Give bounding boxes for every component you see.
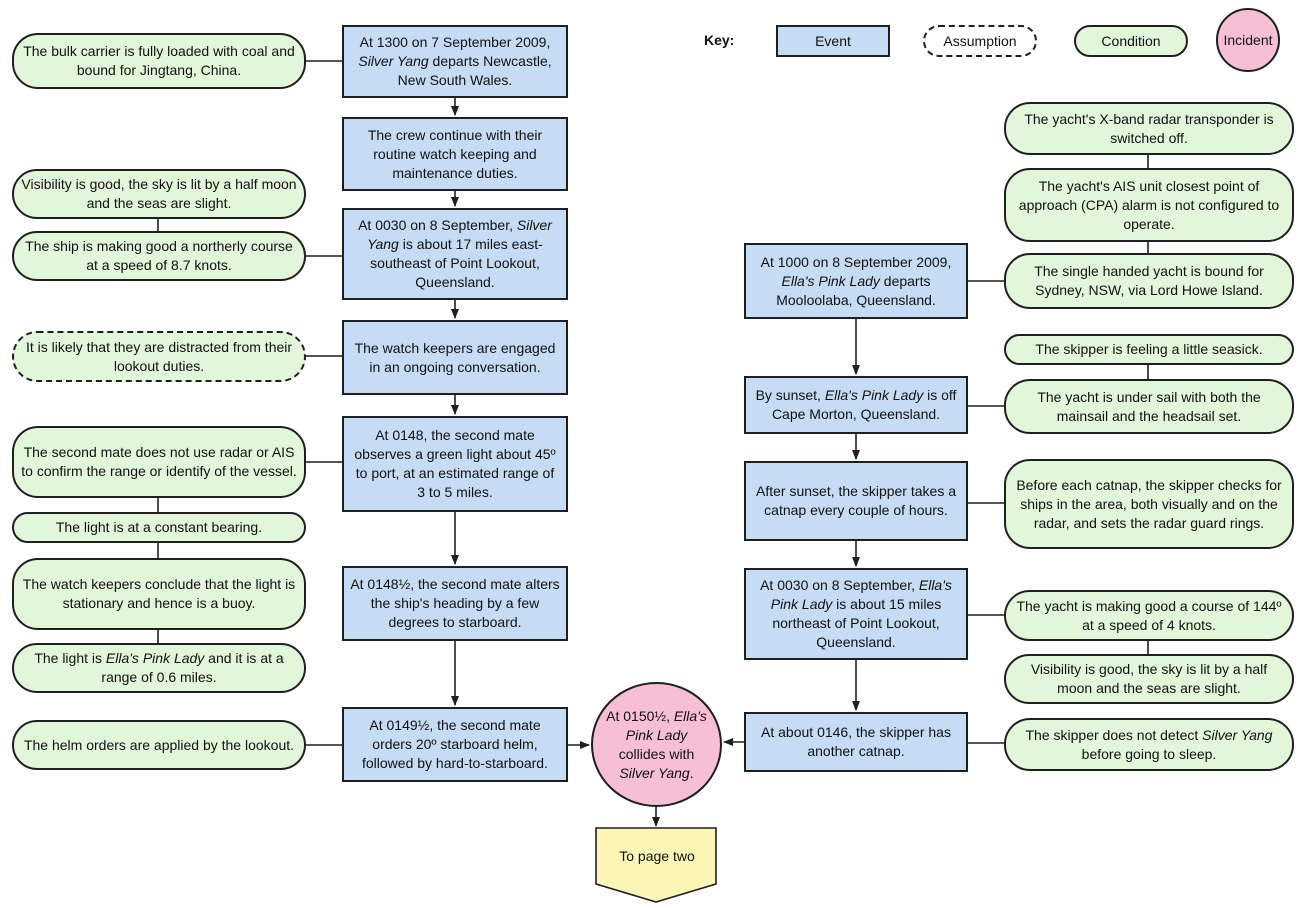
incident-collision: At 0150½, Ella's Pink Lady collides with… bbox=[591, 682, 722, 807]
next-page-label: To page two bbox=[619, 848, 695, 864]
left-condition-6: The watch keepers conclude that the ligh… bbox=[12, 558, 306, 630]
key-event: Event bbox=[776, 25, 890, 57]
left-condition-8: The helm orders are applied by the looko… bbox=[12, 720, 306, 770]
left-condition-7: The light is Ella's Pink Lady and it is … bbox=[12, 643, 306, 693]
right-condition-3: The single handed yacht is bound for Syd… bbox=[1004, 253, 1294, 309]
right-condition-5: The yacht is under sail with both the ma… bbox=[1004, 379, 1294, 434]
right-condition-4: The skipper is feeling a little seasick. bbox=[1004, 334, 1294, 365]
right-event-2: By sunset, Ella's Pink Lady is off Cape … bbox=[744, 376, 968, 434]
right-event-3: After sunset, the skipper takes a catnap… bbox=[744, 461, 968, 541]
right-event-5: At about 0146, the skipper has another c… bbox=[744, 712, 968, 772]
left-event-3: At 0030 on 8 September, Silver Yang is a… bbox=[342, 208, 568, 300]
right-condition-1: The yacht's X-band radar transponder is … bbox=[1004, 102, 1294, 155]
right-condition-6: Before each catnap, the skipper checks f… bbox=[1004, 459, 1294, 549]
left-event-2: The crew continue with their routine wat… bbox=[342, 117, 568, 191]
left-condition-2: Visibility is good, the sky is lit by a … bbox=[12, 169, 306, 219]
right-event-1: At 1000 on 8 September 2009, Ella's Pink… bbox=[744, 243, 968, 319]
right-event-4: At 0030 on 8 September, Ella's Pink Lady… bbox=[744, 568, 968, 660]
left-condition-1: The bulk carrier is fully loaded with co… bbox=[12, 33, 306, 89]
left-event-7: At 0149½, the second mate orders 20º sta… bbox=[342, 707, 568, 782]
off-page-connector bbox=[595, 827, 717, 903]
left-condition-4: The second mate does not use radar or AI… bbox=[12, 426, 306, 498]
key-incident: Incident bbox=[1216, 8, 1280, 72]
key-assumption: Assumption bbox=[923, 25, 1037, 57]
left-event-5: At 0148, the second mate observes a gree… bbox=[342, 416, 568, 512]
left-event-1: At 1300 on 7 September 2009, Silver Yang… bbox=[342, 25, 568, 98]
right-condition-9: The skipper does not detect Silver Yang … bbox=[1004, 718, 1294, 771]
right-condition-7: The yacht is making good a course of 144… bbox=[1004, 590, 1294, 641]
right-condition-8: Visibility is good, the sky is lit by a … bbox=[1004, 654, 1294, 704]
key-label: Key: bbox=[704, 32, 735, 48]
left-condition-5: The light is at a constant bearing. bbox=[12, 512, 306, 543]
left-condition-3: The ship is making good a northerly cour… bbox=[12, 231, 306, 281]
left-event-4: The watch keepers are engaged in an ongo… bbox=[342, 320, 568, 395]
key-condition: Condition bbox=[1074, 25, 1188, 57]
left-assumption-1: It is likely that they are distracted fr… bbox=[12, 331, 306, 382]
right-condition-2: The yacht's AIS unit closest point of ap… bbox=[1004, 168, 1294, 242]
left-event-6: At 0148½, the second mate alters the shi… bbox=[342, 566, 568, 641]
